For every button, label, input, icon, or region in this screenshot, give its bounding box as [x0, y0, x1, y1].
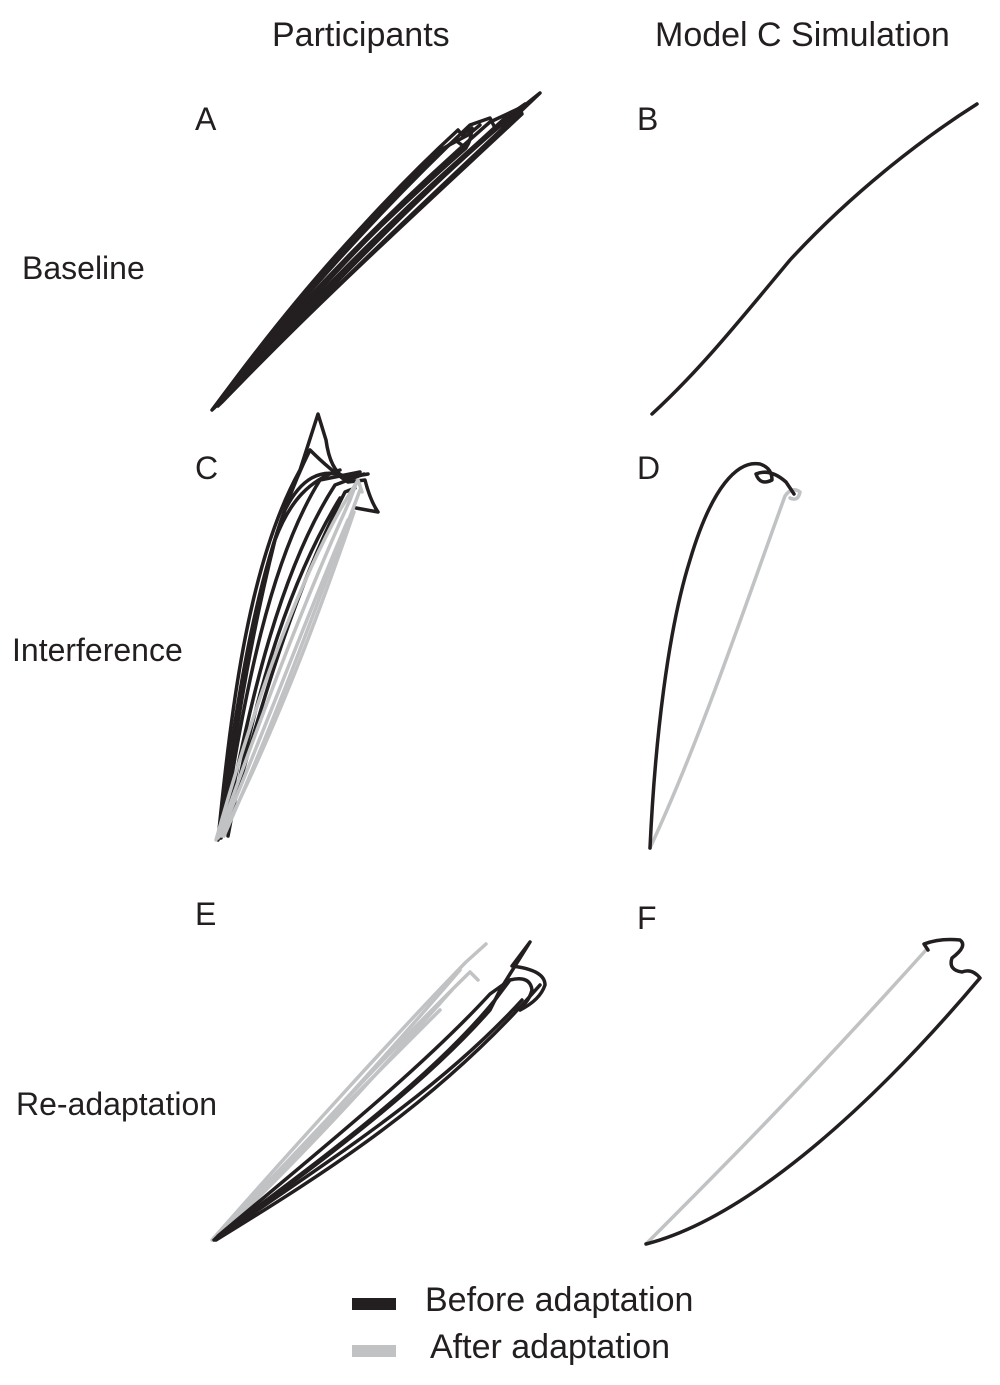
traj-before	[644, 937, 982, 1246]
traj-before	[213, 123, 482, 409]
traj-before	[212, 940, 547, 1242]
column-title-participants: Participants	[272, 16, 450, 54]
traj-before	[215, 102, 527, 407]
panel-letter-e: E	[195, 896, 217, 932]
row-label-interference: Interference	[12, 632, 183, 668]
panel-f-trajectories	[644, 937, 982, 1246]
traj-before	[218, 998, 524, 1238]
traj-before	[220, 470, 362, 838]
traj-after	[218, 518, 350, 838]
traj-before	[216, 412, 370, 842]
traj-after	[216, 482, 358, 840]
traj-after	[216, 988, 454, 1238]
traj-after	[214, 478, 364, 842]
column-title-model: Model C Simulation	[655, 16, 950, 54]
traj-before	[648, 461, 796, 850]
traj-before	[214, 983, 542, 1242]
panel-letter-b: B	[637, 101, 659, 137]
legend-label-before: Before adaptation	[425, 1281, 694, 1319]
panel-e-trajectories	[210, 940, 547, 1242]
traj-after	[644, 948, 928, 1246]
traj-before	[650, 102, 979, 416]
traj-after	[210, 942, 488, 1242]
panel-letter-c: C	[195, 450, 219, 486]
traj-after	[648, 488, 802, 850]
traj-before	[219, 468, 342, 840]
panel-letter-d: D	[637, 450, 661, 486]
panel-d-trajectories	[648, 461, 802, 850]
panel-letter-f: F	[637, 900, 657, 936]
legend-label-after: After adaptation	[430, 1328, 671, 1366]
panel-a-trajectories	[210, 91, 542, 412]
row-label-readaptation: Re-adaptation	[16, 1086, 218, 1122]
traj-after	[212, 1008, 442, 1242]
row-label-baseline: Baseline	[22, 250, 145, 286]
legend-swatch-after	[352, 1345, 396, 1357]
panel-c-trajectories	[214, 412, 380, 842]
legend-swatch-before	[352, 1298, 396, 1310]
traj-after	[222, 488, 362, 838]
traj-before	[216, 982, 506, 1238]
panel-letter-a: A	[195, 101, 217, 137]
panel-b-trajectories	[650, 102, 979, 416]
